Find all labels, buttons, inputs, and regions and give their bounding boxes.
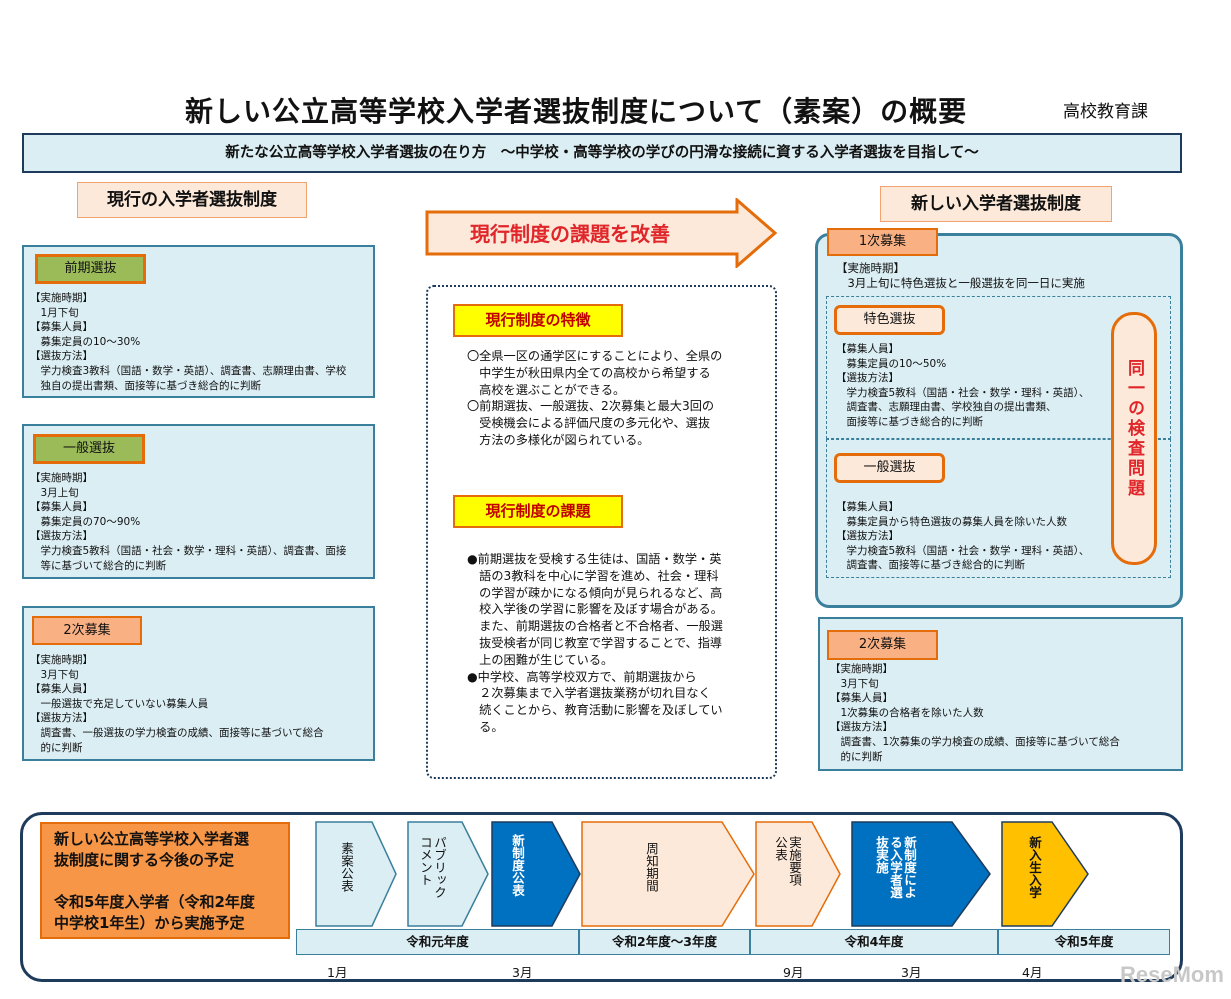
schedule-plan-box: 新しい公立高等学校入学者選 抜制度に関する今後の予定 令和5年度入学者（令和2年… bbox=[40, 822, 290, 939]
issues-label: 現行制度の課題 bbox=[453, 495, 623, 528]
new-general-text: 【募集人員】 募集定員から特色選抜の募集人員を除いた人数 【選抜方法】 学力検査… bbox=[836, 501, 1090, 572]
new-general-label: 一般選抜 bbox=[834, 453, 945, 483]
new-general-box bbox=[826, 439, 1171, 578]
step-implementation-arrow bbox=[851, 821, 991, 927]
step-public-comment-arrow bbox=[407, 821, 489, 927]
current-early-text: 【実施時期】 1月下旬 【募集人員】 募集定員の10～30% 【選抜方法】 学力… bbox=[30, 292, 347, 392]
step-draft-text: 素案公表 bbox=[339, 842, 354, 892]
year-reiwa5: 令和5年度 bbox=[998, 929, 1170, 955]
year-reiwa2-3: 令和2年度～3年度 bbox=[579, 929, 750, 955]
new-first-text: 【実施時期】 3月上旬に特色選抜と一般選抜を同一日に実施 bbox=[836, 261, 1085, 290]
features-label: 現行制度の特徴 bbox=[453, 304, 623, 337]
improve-arrow bbox=[425, 198, 778, 268]
watermark: ReseMom bbox=[1120, 962, 1224, 987]
year-reiwa4: 令和4年度 bbox=[750, 929, 998, 955]
current-system-header: 現行の入学者選抜制度 bbox=[77, 182, 307, 218]
step-public-comment-text: パブリック コメント bbox=[418, 836, 447, 899]
month-label: 4月 bbox=[1022, 965, 1043, 980]
current-second-text: 【実施時期】 3月下旬 【募集人員】 一般選抜で充足していない募集人員 【選抜方… bbox=[30, 654, 324, 754]
step-guidelines-arrow bbox=[755, 821, 841, 927]
special-selection-label: 特色選抜 bbox=[834, 305, 945, 335]
new-first-label: 1次募集 bbox=[827, 228, 938, 256]
current-early-label: 前期選抜 bbox=[35, 254, 146, 284]
month-label: 9月 bbox=[783, 965, 804, 980]
features-text: 〇全県一区の通学区にすることにより、全県の 中学生が秋田県内全ての高校から希望す… bbox=[467, 349, 723, 447]
step-guidelines-text: 実施要項 公表 bbox=[773, 836, 802, 886]
current-general-text: 【実施時期】 3月上旬 【募集人員】 募集定員の70～90% 【選抜方法】 学力… bbox=[30, 472, 347, 572]
special-selection-text: 【募集人員】 募集定員の10～50% 【選抜方法】 学力検査5教科（国語・社会・… bbox=[836, 343, 1090, 428]
current-issues-box bbox=[426, 285, 777, 779]
step-awareness-text: 周知期間 bbox=[644, 842, 659, 892]
special-selection-box bbox=[826, 296, 1171, 439]
new-system-header: 新しい入学者選抜制度 bbox=[880, 186, 1112, 222]
subtitle-banner: 新たな公立高等学校入学者選抜の在り方 ～中学校・高等学校の学びの円滑な接続に資す… bbox=[22, 133, 1182, 173]
month-label: 3月 bbox=[901, 965, 922, 980]
step-enrollment-arrow bbox=[1001, 821, 1089, 927]
new-second-text: 【実施時期】 3月下旬 【募集人員】 1次募集の合格者を除いた人数 【選抜方法】… bbox=[830, 663, 1120, 763]
step-draft-arrow bbox=[315, 821, 397, 927]
department-label: 高校教育課 bbox=[1063, 102, 1148, 122]
month-label: 1月 bbox=[327, 965, 348, 980]
page-title: 新しい公立高等学校入学者選抜制度について（素案）の概要 bbox=[185, 95, 968, 128]
new-second-label: 2次募集 bbox=[827, 630, 938, 660]
step-implementation-text: 新制度によ る入学者選 抜実施 bbox=[874, 836, 917, 899]
step-new-system-arrow bbox=[491, 821, 581, 927]
current-general-label: 一般選抜 bbox=[33, 434, 145, 464]
step-new-system-text: 新制度公表 bbox=[510, 834, 525, 897]
schedule-steps bbox=[315, 821, 1089, 927]
schedule-frame bbox=[20, 812, 1183, 982]
current-second-label: 2次募集 bbox=[32, 616, 142, 645]
step-awareness-arrow bbox=[581, 821, 755, 927]
same-exam-badge: 同一の検査問題 bbox=[1111, 312, 1157, 565]
month-label: 3月 bbox=[512, 965, 533, 980]
year-reiwa1: 令和元年度 bbox=[296, 929, 579, 955]
step-enrollment-text: 新入生入学 bbox=[1027, 836, 1042, 899]
improve-arrow-label: 現行制度の課題を改善 bbox=[470, 222, 670, 246]
same-exam-text: 同一の検査問題 bbox=[1124, 359, 1144, 499]
issues-text: ●前期選抜を受検する生徒は、国語・数学・英 語の3教科を中心に学習を進め、社会・… bbox=[467, 552, 723, 734]
